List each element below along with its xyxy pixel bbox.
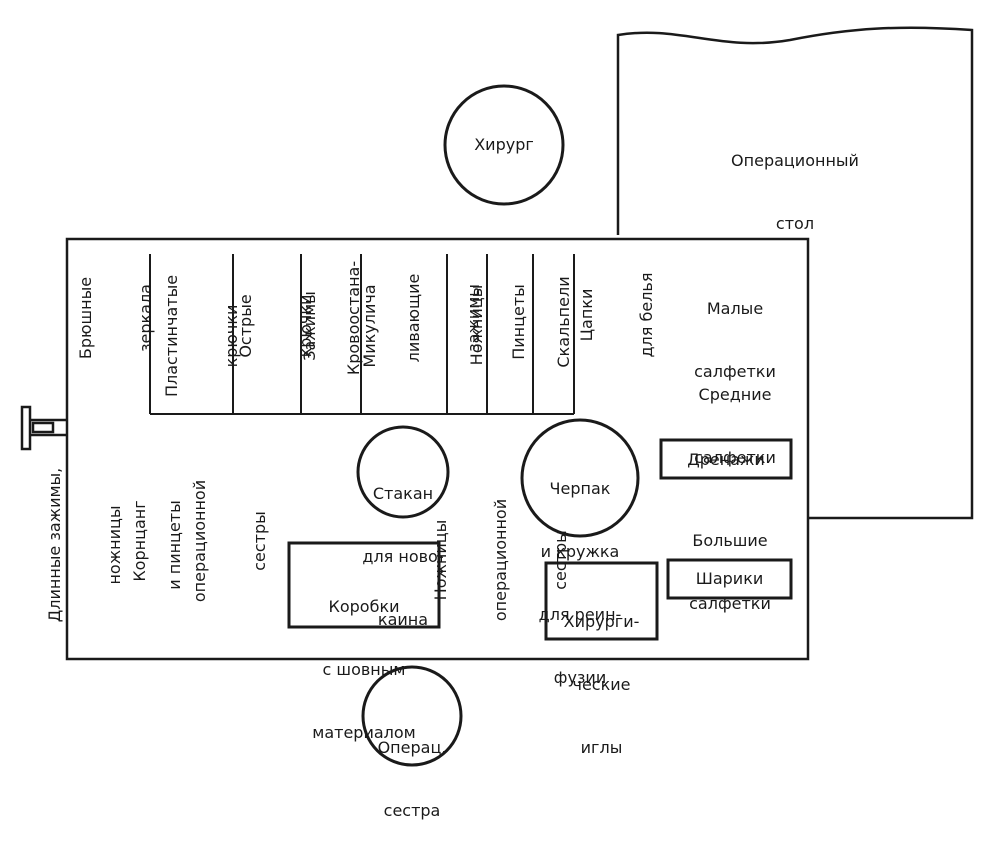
nurse-forceps-line-2: операционной: [190, 479, 209, 603]
drains-label: Дренажи: [687, 450, 765, 469]
needles-line-1: Хирурги-: [563, 612, 640, 631]
novocaine-cup-circle: [356, 425, 450, 519]
drains-box: [659, 438, 793, 480]
operating-table-line-1: Операционный: [731, 151, 859, 170]
diagram-canvas: [20, 26, 974, 767]
balls-box: [666, 558, 793, 600]
suture-boxes-line-1: Коробки: [328, 597, 400, 616]
balls-label: Шарики: [695, 569, 764, 588]
nurse-forceps-line-1: Корнцанг: [130, 500, 149, 582]
needles-line-2: ческие: [572, 675, 631, 694]
small-napkins-label: Малые салфетки: [660, 256, 810, 403]
abdominal-retractors-line-1: Брюшные: [76, 276, 95, 360]
reinfusion-line-4: фузии: [553, 668, 607, 687]
medium-napkins-line-1: Средние: [698, 385, 772, 404]
suture-boxes-label: Коробки с шовным материалом: [289, 554, 439, 764]
reinfusion-circle: [520, 418, 640, 538]
reinfusion-line-1: Черпак: [549, 479, 611, 498]
surgeon-label: Хирург: [474, 135, 534, 154]
operating-table-outline: [616, 26, 974, 520]
novocaine-cup-label: Стакан для ново- каина: [353, 441, 453, 651]
table-handle: [20, 405, 67, 451]
label-towel-clips: Цапки для белья: [537, 273, 677, 358]
suture-boxes-box: [287, 541, 441, 629]
nurse-line-1: Операц.: [377, 738, 447, 757]
nurse-circle: [361, 665, 463, 767]
towel-clips-line-2: для белья: [637, 272, 656, 358]
large-napkins-line-2: салфетки: [689, 594, 771, 613]
hemostatic-clamps-line-1: Кровоостана-: [344, 260, 363, 376]
compartment-dividers: [149, 254, 575, 415]
needles-line-3: иглы: [580, 738, 623, 757]
suture-boxes-line-3: материалом: [312, 723, 416, 742]
novocaine-line-2: для ново-: [362, 547, 444, 566]
novocaine-line-3: каина: [377, 610, 429, 629]
towel-clips-line-1: Цапки: [577, 288, 596, 342]
hemostatic-clamps-line-2: ливающие: [404, 273, 423, 363]
surgeon-circle: [443, 84, 565, 206]
nurse-scissors-line-2: операционной: [491, 498, 510, 622]
small-napkins-line-1: Малые: [706, 299, 764, 318]
instrument-table-outline: [65, 237, 810, 661]
reinfusion-line-2: и кружка: [540, 542, 620, 561]
nurse-forceps-line-3: сестры: [250, 511, 269, 571]
nurse-line-2: сестра: [383, 801, 441, 820]
medium-napkins-line-2: салфетки: [694, 448, 776, 467]
reinfusion-label: Черпак и кружка для реин- фузии: [520, 436, 640, 709]
large-napkins-label: Большие салфетки: [650, 488, 810, 635]
medium-napkins-label: Средние салфетки: [660, 342, 810, 489]
long-clamps-line-1: Длинные зажимы,: [45, 467, 64, 623]
suture-boxes-line-2: с шовным: [322, 660, 406, 679]
operating-table-label: Операционный стол: [710, 108, 880, 255]
needles-label: Хирурги- ческие иглы: [546, 569, 657, 779]
operating-table-line-2: стол: [775, 214, 815, 233]
needles-box: [544, 561, 659, 641]
plate-hooks-line-1: Пластинчатые: [162, 274, 181, 398]
sharp-hooks-line-1: Острые: [236, 294, 255, 358]
novocaine-line-1: Стакан: [372, 484, 434, 503]
reinfusion-line-3: для реин-: [538, 605, 622, 624]
small-napkins-line-2: салфетки: [694, 362, 776, 381]
large-napkins-line-1: Большие: [692, 531, 768, 550]
label-nurse-forceps: Корнцанг операционной сестры: [90, 480, 290, 602]
